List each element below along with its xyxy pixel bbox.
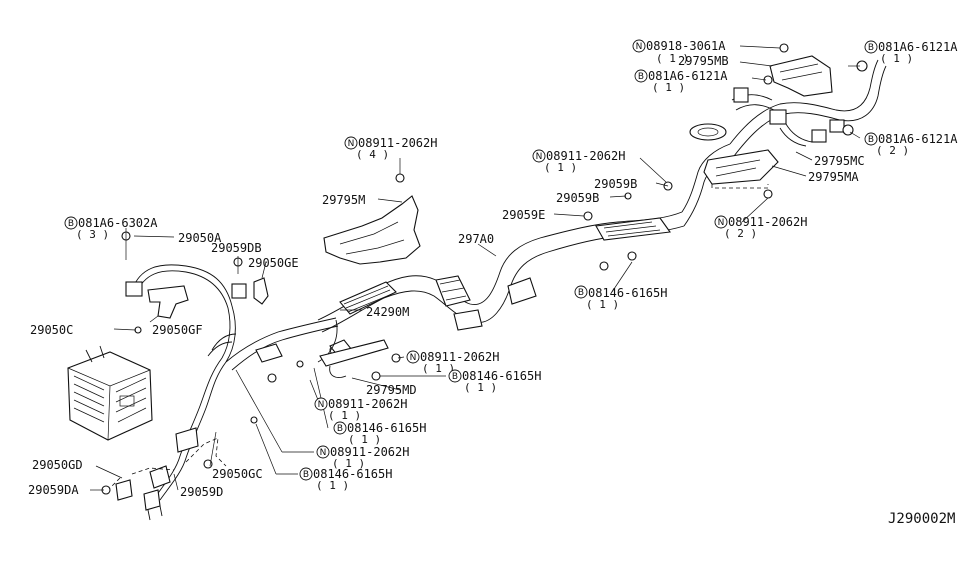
label-n-08918-3061A: N 08918-3061A ( 1 )	[632, 39, 726, 65]
part-29050GF: 29050GF	[152, 323, 203, 337]
part-29795MC: 29795MC	[814, 154, 865, 168]
part-29059B: 29059B	[594, 177, 637, 191]
quantity: ( 1 )	[880, 52, 913, 65]
part-24290M: 24290M	[366, 305, 409, 319]
quantity: ( 2 )	[876, 144, 909, 157]
quantity: ( 3 )	[76, 228, 109, 241]
diagram-code: J290002M	[888, 511, 955, 527]
part-number: 08911-2062H	[330, 445, 409, 459]
quantity: ( 1 )	[348, 433, 381, 446]
part-29795MD: 29795MD	[366, 383, 417, 397]
quantity: ( 4 )	[356, 148, 389, 161]
part-29050GE: 29050GE	[248, 256, 299, 270]
label-n-08911-2062H-right: N 08911-2062H ( 2 )	[714, 215, 807, 240]
part-29795MB: 29795MB	[678, 54, 729, 68]
part-number: 08911-2062H	[358, 136, 437, 150]
badge-b: B	[303, 470, 309, 480]
quantity: ( 1 )	[652, 81, 685, 94]
label-b-081A6-6121A-mid: B 081A6-6121A ( 1 )	[634, 69, 728, 94]
part-29059DA: 29059DA	[28, 483, 79, 497]
label-n-08911-2062H-c2: N 08911-2062H ( 1 )	[314, 397, 407, 422]
fasteners	[101, 173, 673, 495]
badge-n: N	[318, 400, 325, 410]
part-number: 08146-6165H	[588, 286, 667, 300]
part-29059DB: 29059DB	[211, 241, 262, 255]
part-number: 08911-2062H	[546, 149, 625, 163]
left-harness	[107, 264, 339, 521]
part-number: 08146-6165H	[313, 467, 392, 481]
part-number: 081A6-6121A	[878, 132, 958, 146]
badge-b: B	[638, 72, 644, 82]
badge-n: N	[718, 218, 725, 228]
bracket-29050GE	[253, 277, 269, 305]
quantity: ( 1 )	[422, 362, 455, 375]
badge-b: B	[868, 43, 874, 53]
part-29050A: 29050A	[178, 231, 222, 245]
badge-b: B	[68, 219, 74, 229]
part-number: 08911-2062H	[728, 215, 807, 229]
badge-n: N	[348, 139, 355, 149]
quantity: ( 1 )	[464, 381, 497, 394]
part-29795M: 29795M	[322, 193, 365, 207]
badge-n: N	[536, 152, 543, 162]
harness-drawing	[67, 43, 887, 521]
label-b-08146-6165H-right: B 08146-6165H ( 1 )	[574, 285, 667, 311]
part-297A0: 297A0	[458, 232, 494, 246]
badge-b: B	[578, 288, 584, 298]
quantity: ( 1 )	[328, 409, 361, 422]
part-29059B: 29059B	[556, 191, 599, 205]
label-b-08146-6165H-c1: B 08146-6165H ( 1 )	[448, 369, 541, 394]
part-number: 08146-6165H	[462, 369, 541, 383]
quantity: ( 1 )	[586, 298, 619, 311]
labels: N 08918-3061A ( 1 ) 29795MB B 081A6-6121…	[28, 39, 958, 527]
part-number: 08911-2062H	[328, 397, 407, 411]
badge-b: B	[337, 424, 343, 434]
label-n-08911-2062H-mid: N 08911-2062H ( 1 )	[532, 149, 625, 174]
part-number: 081A6-6121A	[648, 69, 728, 83]
quantity: ( 1 )	[316, 479, 349, 492]
label-n-08911-2062H-c3: N 08911-2062H ( 1 )	[316, 445, 409, 470]
badge-n: N	[410, 353, 417, 363]
label-b-081A6-6121A-top: B 081A6-6121A ( 1 )	[864, 40, 958, 65]
clip-29795MD	[319, 339, 389, 367]
part-29059D: 29059D	[180, 485, 223, 499]
inverter-unit	[67, 345, 153, 441]
bracket-29050GF	[147, 285, 189, 319]
quantity: ( 2 )	[724, 227, 757, 240]
quantity: ( 1 )	[656, 52, 689, 65]
part-29059E: 29059E	[502, 208, 545, 222]
label-b-081A6-6302A: B 081A6-6302A ( 3 )	[64, 216, 158, 241]
label-b-08146-6165H-c2: B 08146-6165H ( 1 )	[333, 421, 426, 446]
badge-b: B	[452, 372, 458, 382]
part-number: 08146-6165H	[347, 421, 426, 435]
label-b-081A6-6121A-right: B 081A6-6121A ( 2 )	[864, 132, 958, 157]
upper-right-harness	[703, 43, 887, 199]
cover-29795M	[323, 195, 421, 265]
part-number: 081A6-6302A	[78, 216, 158, 230]
badge-b: B	[868, 135, 874, 145]
leader-lines	[90, 45, 861, 491]
badge-n: N	[636, 42, 643, 52]
bracket-29795MA	[703, 149, 779, 185]
label-n-08911-2062H-c1: N 08911-2062H ( 1 )	[406, 350, 499, 375]
badge-n: N	[320, 448, 327, 458]
part-29050GD: 29050GD	[32, 458, 83, 472]
part-number: 081A6-6121A	[878, 40, 958, 54]
part-number: 08918-3061A	[646, 39, 726, 53]
label-b-08146-6165H-c3: B 08146-6165H ( 1 )	[299, 467, 392, 492]
label-n-08911-2062H-top: N 08911-2062H ( 4 )	[344, 136, 437, 161]
quantity: ( 1 )	[544, 161, 577, 174]
part-29795MA: 29795MA	[808, 170, 859, 184]
part-29050GC: 29050GC	[212, 467, 263, 481]
part-number: 08911-2062H	[420, 350, 499, 364]
part-29050C: 29050C	[30, 323, 73, 337]
quantity: ( 1 )	[332, 457, 365, 470]
